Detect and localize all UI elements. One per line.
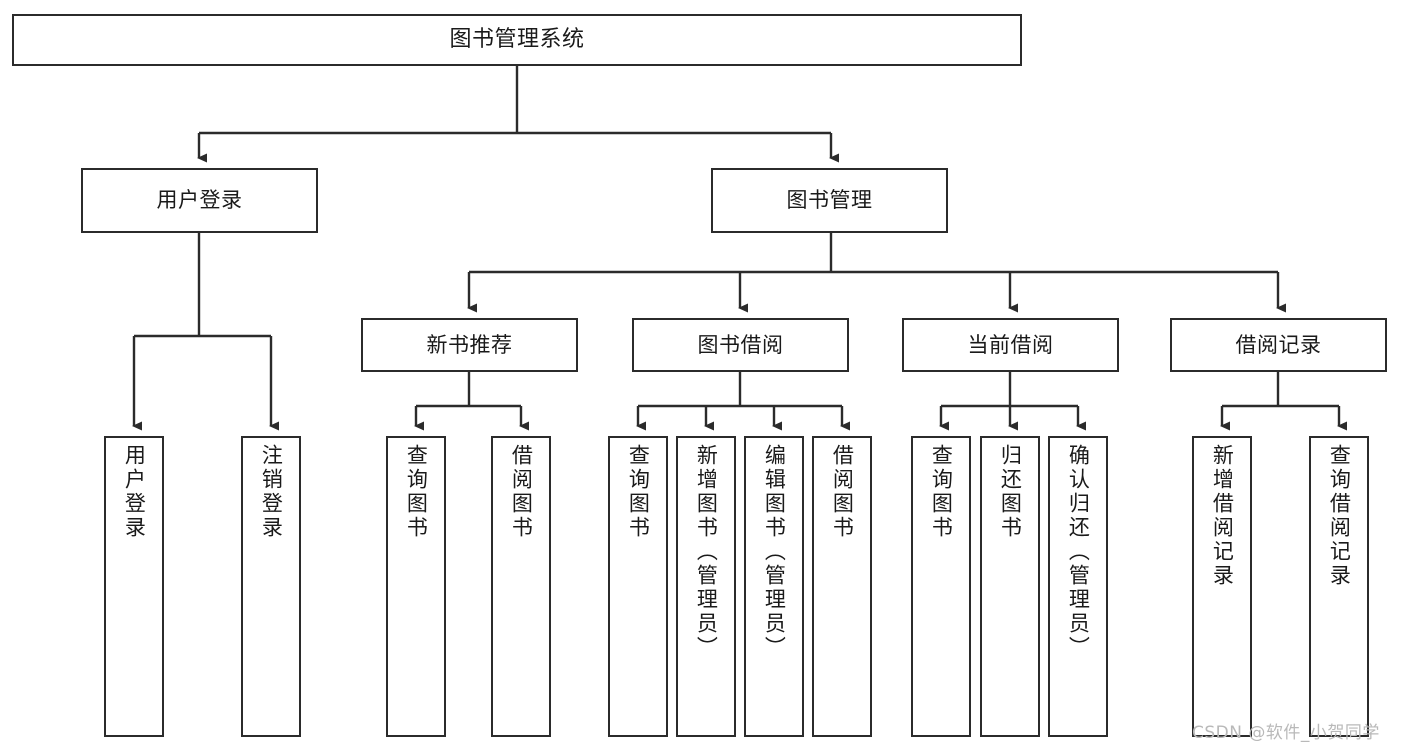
node-book-management[interactable]: 图书管理 <box>711 168 948 233</box>
leaf-edit-book-admin[interactable]: 编辑图书（管理员） <box>744 436 804 737</box>
node-label: 注销登录 <box>259 444 284 540</box>
node-label: 用户登录 <box>156 188 243 213</box>
leaf-query-borrow-record[interactable]: 查询借阅记录 <box>1309 436 1369 737</box>
node-label: 查询图书 <box>404 444 429 540</box>
leaf-query-book-current[interactable]: 查询图书 <box>911 436 971 737</box>
leaf-logout-login[interactable]: 注销登录 <box>241 436 301 737</box>
node-label: 新书推荐 <box>426 332 513 357</box>
node-label: 图书管理系统 <box>449 27 585 53</box>
node-label: 借阅图书 <box>509 444 534 540</box>
node-borrow-record[interactable]: 借阅记录 <box>1170 318 1387 372</box>
leaf-borrow-book-recommend[interactable]: 借阅图书 <box>491 436 551 737</box>
leaf-query-book-borrow[interactable]: 查询图书 <box>608 436 668 737</box>
leaf-add-book-admin[interactable]: 新增图书（管理员） <box>676 436 736 737</box>
node-book-borrow[interactable]: 图书借阅 <box>632 318 849 372</box>
node-label: 查询借阅记录 <box>1327 444 1352 588</box>
node-label: 用户登录 <box>122 444 147 540</box>
node-label: 图书管理 <box>786 188 873 213</box>
node-new-book-recommend[interactable]: 新书推荐 <box>361 318 578 372</box>
node-current-borrow[interactable]: 当前借阅 <box>902 318 1119 372</box>
node-label: 查询图书 <box>929 444 954 540</box>
node-label: 归还图书 <box>998 444 1023 540</box>
node-label: 借阅记录 <box>1235 332 1322 357</box>
node-label: 借阅图书 <box>830 444 855 540</box>
node-label: 查询图书 <box>626 444 651 540</box>
node-label: 新增借阅记录 <box>1210 444 1235 588</box>
leaf-borrow-book[interactable]: 借阅图书 <box>812 436 872 737</box>
node-root-system[interactable]: 图书管理系统 <box>12 14 1022 66</box>
node-label: 新增图书（管理员） <box>694 444 719 660</box>
leaf-add-borrow-record[interactable]: 新增借阅记录 <box>1192 436 1252 737</box>
leaf-confirm-return-admin[interactable]: 确认归还（管理员） <box>1048 436 1108 737</box>
leaf-return-book[interactable]: 归还图书 <box>980 436 1040 737</box>
node-label: 确认归还（管理员） <box>1066 444 1091 660</box>
node-label: 图书借阅 <box>697 332 784 357</box>
leaf-user-login[interactable]: 用户登录 <box>104 436 164 737</box>
node-label: 编辑图书（管理员） <box>762 444 787 660</box>
leaf-query-book-recommend[interactable]: 查询图书 <box>386 436 446 737</box>
node-user-login[interactable]: 用户登录 <box>81 168 318 233</box>
node-label: 当前借阅 <box>967 332 1054 357</box>
csdn-watermark: CSDN @软件_小贺同学 <box>1192 723 1380 743</box>
